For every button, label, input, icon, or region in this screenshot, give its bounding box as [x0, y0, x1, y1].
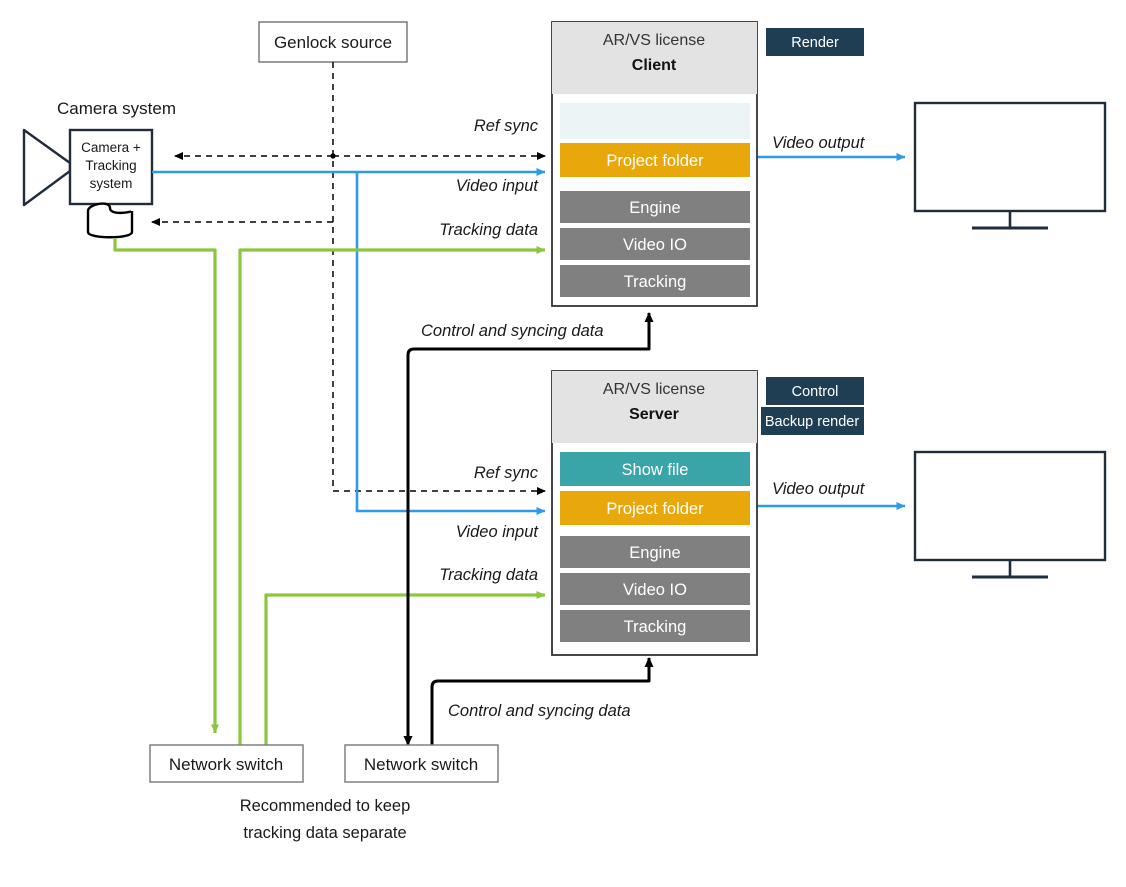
label-ref-sync-client: Ref sync [474, 117, 539, 135]
server-row-4-label: Tracking [624, 618, 687, 636]
client-header-role: Client [632, 57, 677, 74]
camera-body [68, 128, 154, 206]
switch-note-line1: Recommended to keep [240, 797, 411, 815]
genlock-source-node[interactable]: Genlock source [258, 21, 408, 63]
server-monitor-icon [913, 450, 1107, 579]
tracking-to-left-switch [113, 238, 219, 734]
label-tracking-data-server: Tracking data [439, 566, 538, 584]
control-client-line [406, 312, 654, 745]
server-row-show-file[interactable]: Show file [560, 452, 750, 486]
video-input-server-line [355, 172, 546, 515]
switch-note-line2: tracking data separate [243, 824, 406, 842]
client-row-1-label: Project folder [606, 152, 704, 170]
camera-label-line3: system [90, 176, 133, 191]
server-row-tracking[interactable]: Tracking [560, 610, 750, 642]
server-badge-0-label: Control [792, 384, 839, 400]
client-row-empty[interactable] [560, 103, 750, 139]
server-node[interactable]: AR/VS license Server Show file Project f… [551, 370, 758, 656]
server-row-2-label: Engine [629, 544, 680, 562]
server-row-engine[interactable]: Engine [560, 536, 750, 568]
label-control-sync-client: Control and syncing data [421, 322, 604, 340]
camera-system-group[interactable]: Camera system Camera + Tracking system [22, 99, 176, 239]
tracking-signal-lines [113, 238, 546, 745]
client-row-project-folder[interactable]: Project folder [560, 143, 750, 177]
server-badge-1-label: Backup render [765, 414, 859, 430]
label-video-output-server: Video output [772, 480, 866, 498]
server-row-video-io[interactable]: Video IO [560, 573, 750, 605]
client-node[interactable]: AR/VS license Client Project folder Engi… [551, 21, 758, 307]
control-server-line [430, 657, 654, 745]
server-header-license: AR/VS license [603, 381, 705, 398]
client-row-engine[interactable]: Engine [560, 191, 750, 223]
server-badge-backup-render[interactable]: Backup render [761, 407, 864, 435]
server-row-3-label: Video IO [623, 581, 687, 599]
genlock-dashed-bus [151, 62, 546, 495]
server-badge-control[interactable]: Control [766, 377, 864, 405]
genlock-source-label: Genlock source [274, 33, 392, 52]
client-row-video-io[interactable]: Video IO [560, 228, 750, 260]
label-ref-sync-server: Ref sync [474, 464, 539, 482]
client-badge-render[interactable]: Render [766, 28, 864, 56]
server-header-role: Server [629, 406, 679, 423]
client-monitor-icon [913, 101, 1107, 230]
tracking-device-icon [86, 202, 134, 239]
label-video-input-server: Video input [456, 523, 540, 541]
client-row-tracking[interactable]: Tracking [560, 265, 750, 297]
tracking-server-line [264, 591, 546, 745]
server-row-1-label: Project folder [606, 500, 704, 518]
network-switch-left-node[interactable]: Network switch [149, 744, 304, 783]
label-video-input-client: Video input [456, 177, 540, 195]
network-switch-left-label: Network switch [169, 755, 283, 774]
network-switch-right-label: Network switch [364, 755, 478, 774]
control-signal-lines [403, 312, 654, 746]
server-row-0-label: Show file [622, 461, 689, 479]
client-badge-0-label: Render [791, 35, 839, 51]
client-header-license: AR/VS license [603, 32, 705, 49]
label-tracking-data-client: Tracking data [439, 221, 538, 239]
video-signal-lines [152, 153, 906, 515]
camera-label-line1: Camera + [81, 140, 141, 155]
client-row-4-label: Tracking [624, 273, 687, 291]
label-video-output-client: Video output [772, 134, 866, 152]
server-row-project-folder[interactable]: Project folder [560, 491, 750, 525]
label-control-sync-server: Control and syncing data [448, 702, 631, 720]
camera-system-title: Camera system [57, 99, 176, 118]
tracking-client-line [238, 246, 546, 745]
camera-lens-icon [22, 128, 72, 207]
camera-label-line2: Tracking [85, 158, 136, 173]
client-row-2-label: Engine [629, 199, 680, 217]
network-switch-right-node[interactable]: Network switch [344, 744, 499, 783]
client-row-3-label: Video IO [623, 236, 687, 254]
